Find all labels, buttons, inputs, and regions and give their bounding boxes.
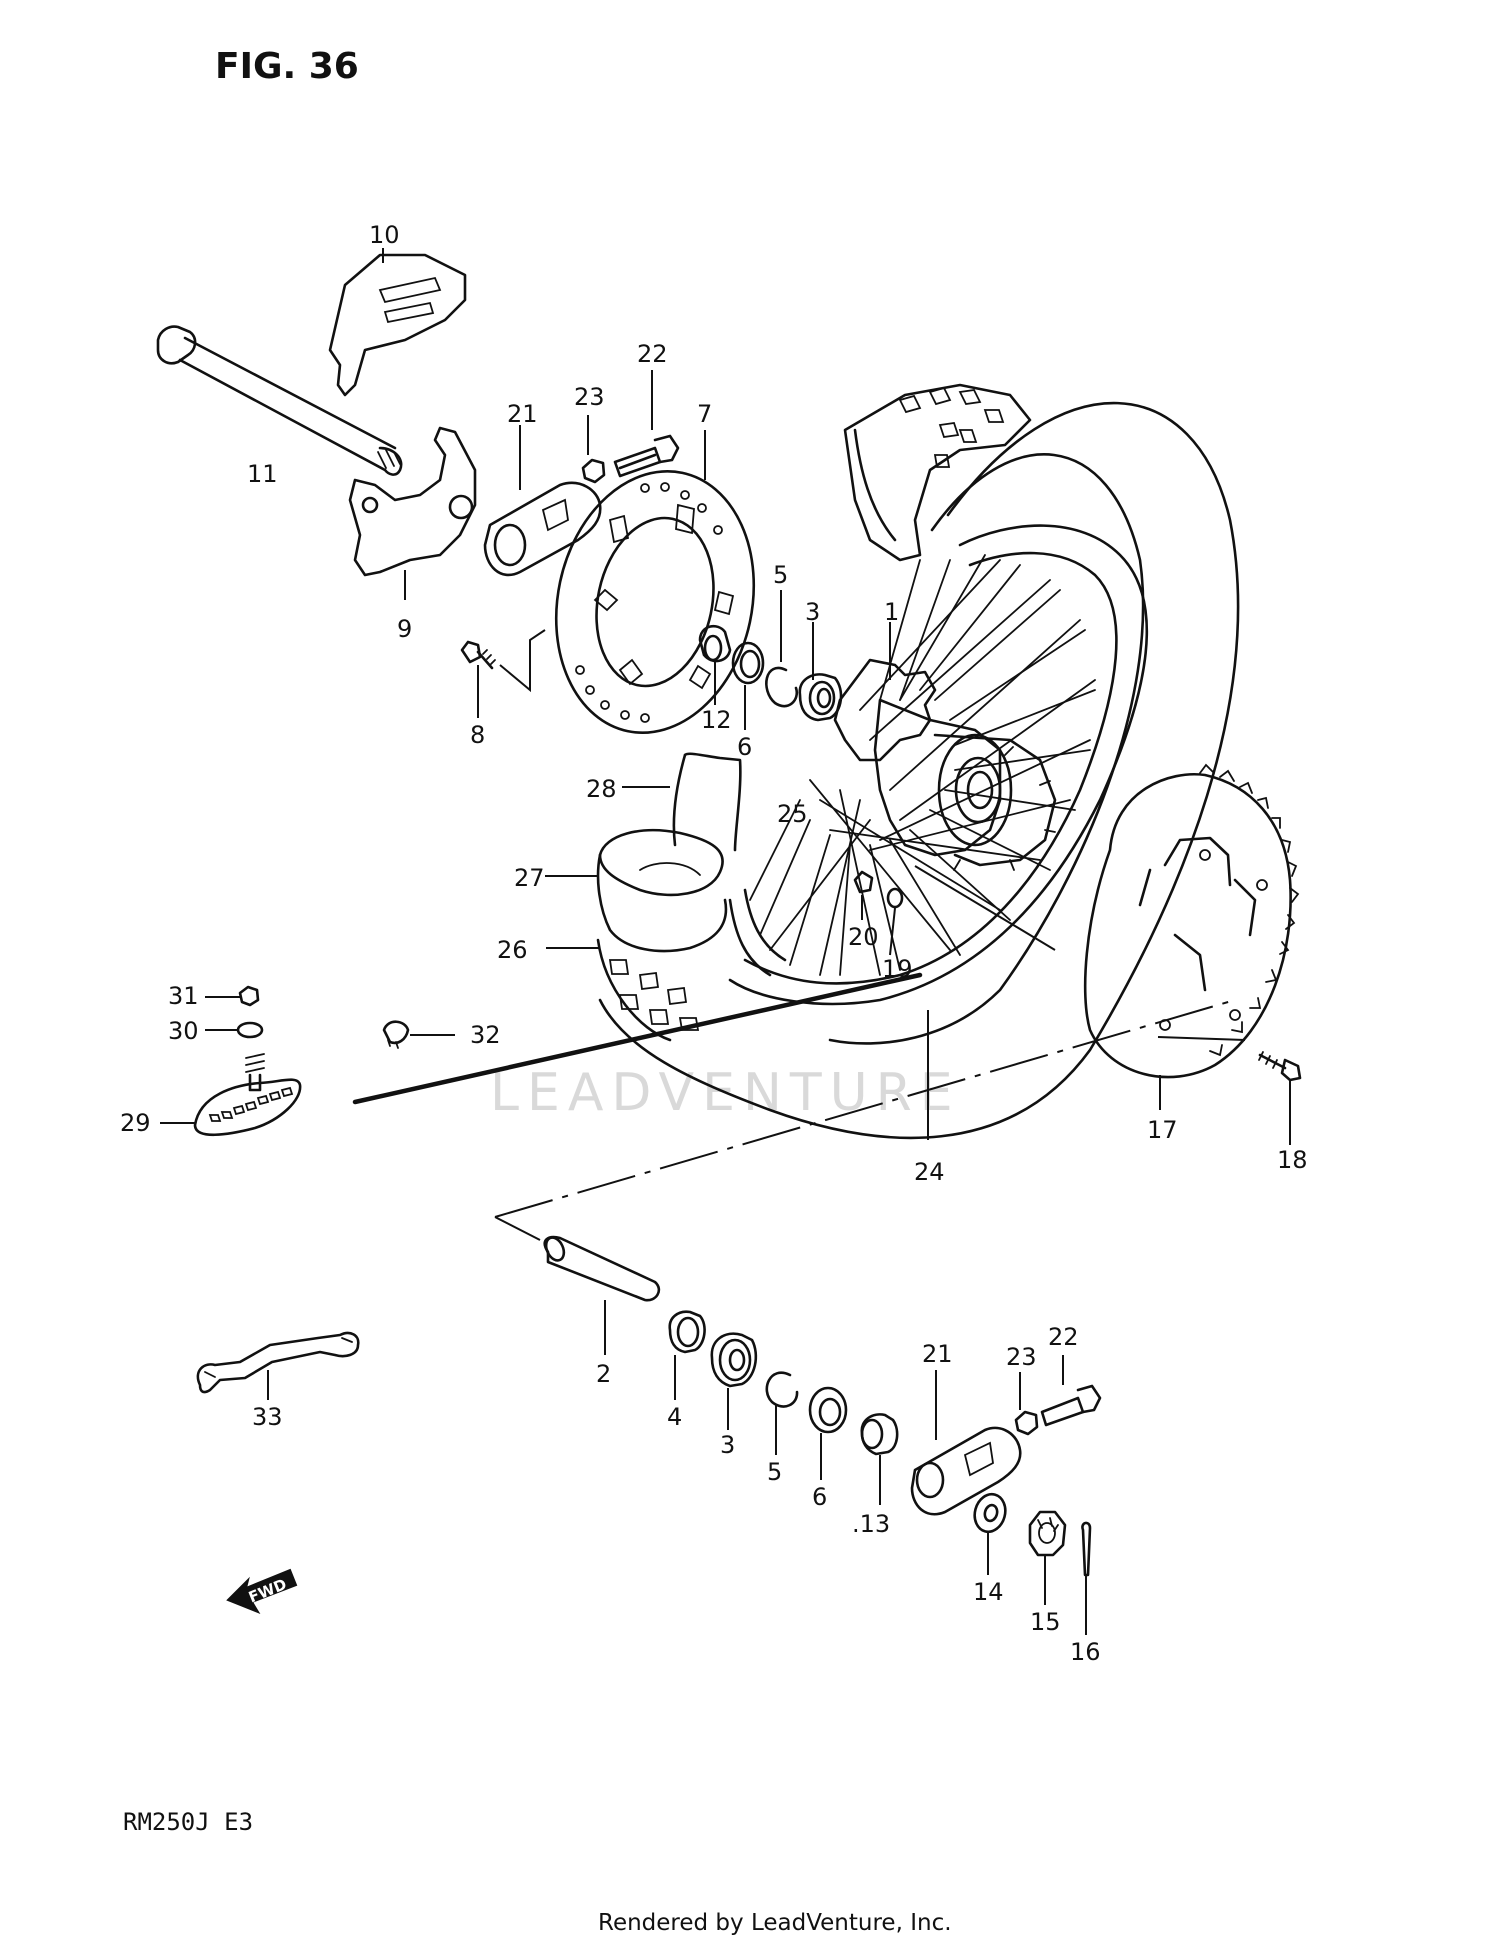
caliper-bracket — [348, 426, 477, 600]
callout-23-upper: 23 — [574, 383, 605, 411]
assembly-lines — [352, 865, 1246, 1241]
callout-14: 14 — [973, 1578, 1004, 1606]
axle — [156, 325, 403, 476]
callout-4: 4 — [667, 1403, 682, 1431]
circlip-lower — [765, 1371, 799, 1455]
valve-cap — [382, 1020, 455, 1049]
oil-seal-lower — [808, 1386, 848, 1480]
callout-22-lower: 22 — [1048, 1323, 1079, 1351]
cotter-pin — [1081, 1521, 1092, 1635]
rim-lock — [160, 1053, 302, 1137]
callout-15: 15 — [1030, 1608, 1061, 1636]
brake-disc — [554, 430, 756, 734]
callout-23-lower: 23 — [1006, 1343, 1037, 1371]
axle-washer — [973, 1492, 1007, 1575]
inner-tube — [545, 828, 728, 953]
callout-10: 10 — [369, 221, 400, 249]
callout-8: 8 — [470, 721, 485, 749]
callout-12: 12 — [701, 706, 732, 734]
callout-24: 24 — [914, 1158, 945, 1186]
callout-11: 11 — [247, 460, 278, 488]
callout-20: 20 — [848, 923, 879, 951]
callout-21-lower: 21 — [922, 1340, 953, 1368]
rim-band — [622, 752, 742, 852]
watermark: LEADVENTURE — [490, 1063, 961, 1123]
adjuster-bolt-lower — [1040, 1355, 1102, 1427]
disc-spacer — [698, 624, 732, 705]
spoke-nipple — [886, 887, 904, 956]
callout-6-lower: 6 — [812, 1483, 827, 1511]
bearing-upper — [798, 622, 843, 722]
adjuster-bolt-upper — [613, 370, 680, 478]
bearing-lower — [710, 1332, 758, 1430]
callout-7: 7 — [697, 400, 712, 428]
valve-washer — [205, 1021, 264, 1039]
balance-weight — [853, 870, 874, 920]
rear-sprocket — [1083, 763, 1300, 1110]
callout-13: .13 — [852, 1510, 890, 1538]
render-credit: Rendered by LeadVenture, Inc. — [598, 1910, 952, 1936]
chain-adjuster-lower — [910, 1370, 1022, 1516]
callout-30: 30 — [168, 1017, 199, 1045]
callout-22-upper: 22 — [637, 340, 668, 368]
wheel-hub — [833, 658, 1057, 871]
callout-labels: 1 2 3 3 4 5 5 6 6 7 8 9 10 11 12 .13 14 … — [120, 221, 1308, 1666]
callout-18: 18 — [1277, 1146, 1308, 1174]
callout-21-upper: 21 — [507, 400, 538, 428]
axle-nut — [1028, 1510, 1067, 1605]
callout-33: 33 — [252, 1403, 283, 1431]
adjuster-nut-lower — [1014, 1372, 1039, 1436]
callout-3-upper: 3 — [805, 598, 820, 626]
adjuster-nut-upper — [581, 415, 606, 484]
callout-5-lower: 5 — [767, 1458, 782, 1486]
oil-seal-upper — [731, 641, 765, 730]
model-label: RM250J E3 — [123, 1808, 253, 1836]
callout-19: 19 — [882, 955, 913, 983]
caliper-guard — [328, 248, 467, 397]
chain-adjuster-upper — [483, 425, 602, 577]
figure-title: FIG. 36 — [215, 46, 359, 87]
bearing-4 — [668, 1310, 706, 1400]
forward-arrow-icon: FWD — [226, 1568, 298, 1615]
valve-nut — [205, 985, 260, 1007]
callout-1: 1 — [884, 598, 899, 626]
callout-32: 32 — [470, 1021, 501, 1049]
axle-spacer — [543, 1235, 661, 1355]
axle-collar — [860, 1413, 899, 1505]
callout-5-upper: 5 — [773, 561, 788, 589]
callout-16: 16 — [1070, 1638, 1101, 1666]
callout-27: 27 — [514, 864, 545, 892]
callout-17: 17 — [1147, 1116, 1178, 1144]
circlip-upper — [765, 590, 799, 708]
callout-28: 28 — [586, 775, 617, 803]
callout-6-upper: 6 — [737, 733, 752, 761]
callout-29: 29 — [120, 1109, 151, 1137]
sprocket-bolt — [1258, 1051, 1302, 1145]
callout-9: 9 — [397, 615, 412, 643]
callout-2: 2 — [596, 1360, 611, 1388]
disc-bolt — [460, 629, 546, 718]
spoke-wrench — [196, 1331, 360, 1400]
callout-26: 26 — [497, 936, 528, 964]
callout-3-lower: 3 — [720, 1431, 735, 1459]
callout-31: 31 — [168, 982, 199, 1010]
rim — [728, 524, 1149, 1006]
callout-25: 25 — [777, 800, 808, 828]
